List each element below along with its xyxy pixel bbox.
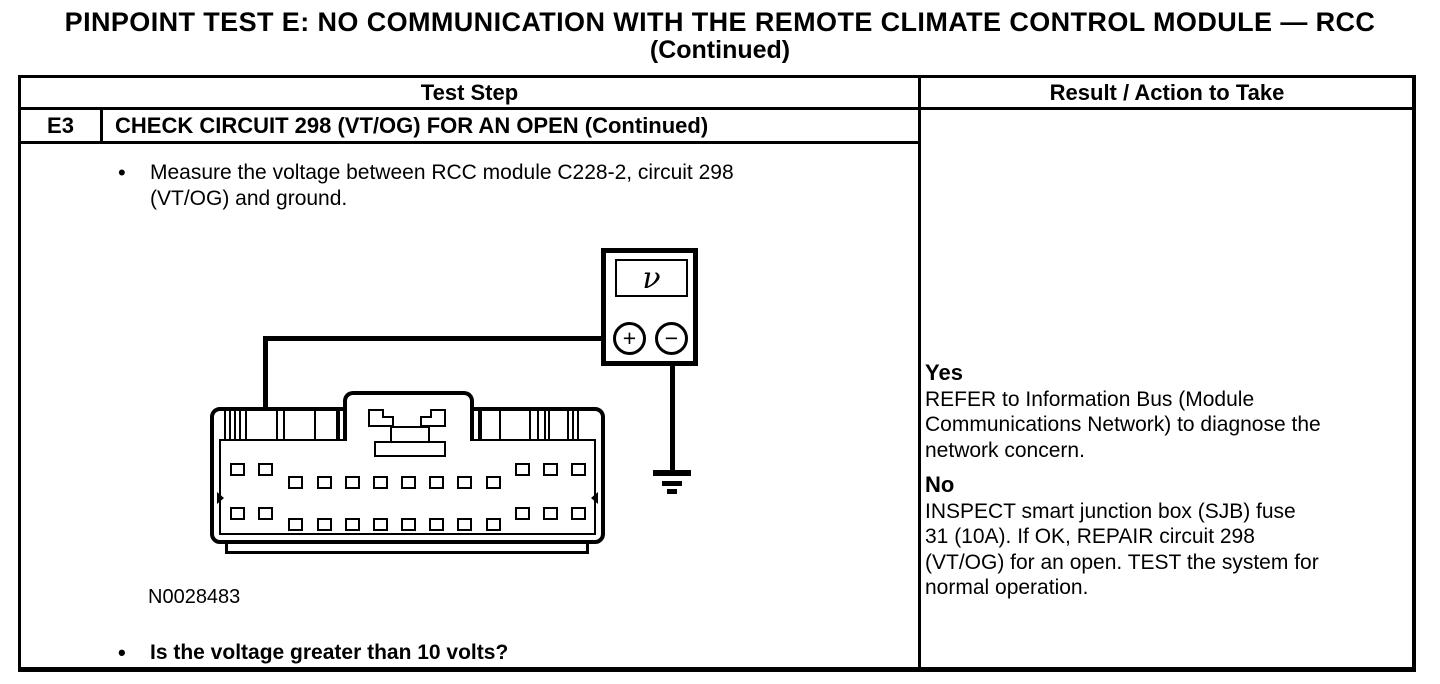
connector-pin	[230, 507, 245, 520]
step-id-cell: E3	[47, 113, 74, 138]
connector-rib	[572, 411, 574, 439]
connector-rib	[245, 411, 247, 439]
question-text: Is the voltage greater than 10 volts?	[150, 641, 509, 664]
connector-rib	[229, 411, 231, 439]
connector-rib	[239, 411, 241, 439]
connector-pin	[486, 476, 501, 489]
instruction-measure: • Measure the voltage between RCC module…	[118, 160, 734, 212]
connector-pin	[486, 518, 501, 531]
connector-pin	[258, 507, 273, 520]
connector-pin	[317, 476, 332, 489]
connector-rib	[283, 411, 285, 439]
connector-pin	[571, 507, 586, 520]
bullet-icon: •	[118, 640, 126, 665]
connector-rib	[544, 411, 546, 439]
connector-pin	[317, 518, 332, 531]
connector-rib	[548, 411, 550, 439]
yes-label: Yes	[925, 360, 963, 385]
ground-icon	[653, 470, 691, 476]
header-rule	[21, 107, 1412, 110]
cavity-notch	[591, 492, 598, 504]
connector-rib	[234, 411, 236, 439]
connector-rib	[276, 411, 278, 439]
latch-detail	[390, 426, 430, 443]
cavity-notch	[217, 492, 224, 504]
connector-rib	[478, 409, 482, 439]
step-id-divider	[100, 110, 103, 141]
connector-pin	[515, 507, 530, 520]
connector-pin	[345, 518, 360, 531]
connector-rib	[577, 411, 579, 439]
figure-reference-number: N0028483	[148, 586, 241, 608]
result-no-block: No INSPECT smart junction box (SJB) fuse…	[925, 471, 1420, 601]
column-header-test-step: Test Step	[420, 80, 519, 105]
yes-action-line: Communications Network) to diagnose the	[925, 413, 1321, 437]
connector-rib	[567, 411, 569, 439]
yes-action-line: network concern.	[925, 438, 1085, 462]
no-action-line: normal operation.	[925, 576, 1089, 600]
step-heading: CHECK CIRCUIT 298 (VT/OG) FOR AN OPEN (C…	[115, 113, 709, 138]
connector-pin	[457, 518, 472, 531]
connector-pin	[345, 476, 360, 489]
connector-rib	[499, 411, 501, 439]
connector-rib	[537, 411, 539, 439]
connector-pin	[258, 463, 273, 476]
connector-pin	[543, 507, 558, 520]
connector-pin	[401, 518, 416, 531]
ground-icon	[662, 481, 682, 486]
no-action-line: 31 (10A). If OK, REPAIR circuit 298	[925, 525, 1255, 549]
latch-detail	[382, 409, 394, 418]
connector-pin	[373, 476, 388, 489]
column-divider	[918, 78, 921, 667]
connector-pin	[515, 463, 530, 476]
connector-pin	[288, 518, 303, 531]
no-action-line: INSPECT smart junction box (SJB) fuse	[925, 500, 1296, 523]
result-yes-block: Yes REFER to Information Bus (Module Com…	[925, 359, 1420, 463]
connector-pin	[429, 476, 444, 489]
positive-terminal: +	[613, 322, 646, 355]
negative-lead-wire	[670, 353, 675, 472]
no-label: No	[925, 472, 955, 497]
yes-action-line: REFER to Information Bus (Module	[925, 388, 1255, 411]
page-title-continued: (Continued)	[649, 36, 791, 64]
positive-lead-wire-drop	[263, 336, 268, 414]
connector-rib	[314, 411, 316, 439]
connector-rib	[529, 411, 531, 439]
connector-pin	[230, 463, 245, 476]
connector-bottom-tab	[225, 544, 589, 554]
latch-detail	[374, 441, 446, 457]
instruction-line: Measure the voltage between RCC module C…	[150, 161, 734, 184]
negative-terminal: −	[655, 322, 688, 355]
connector-pin	[373, 518, 388, 531]
instruction-line: (VT/OG) and ground.	[150, 187, 348, 210]
positive-lead-wire	[263, 336, 617, 341]
instruction-question: • Is the voltage greater than 10 volts?	[118, 640, 508, 666]
latch-detail	[420, 409, 432, 418]
connector-pin	[543, 463, 558, 476]
connector-pin	[288, 476, 303, 489]
connector-rib	[336, 409, 340, 439]
connector-pin	[401, 476, 416, 489]
connector-pin	[571, 463, 586, 476]
connector-pin	[457, 476, 472, 489]
step-row-rule	[21, 141, 918, 144]
connector-pin	[429, 518, 444, 531]
pinpoint-test-table: Test Step Result / Action to Take E3 CHE…	[18, 75, 1416, 672]
no-action-line: (VT/OG) for an open. TEST the system for	[925, 550, 1319, 574]
voltmeter-display: ν	[615, 259, 688, 297]
ground-icon	[667, 489, 677, 494]
page-title: PINPOINT TEST E: NO COMMUNICATION WITH T…	[64, 7, 1376, 37]
connector-rib	[224, 411, 226, 439]
column-header-result-action: Result / Action to Take	[1049, 80, 1285, 105]
bullet-icon: •	[118, 160, 126, 185]
